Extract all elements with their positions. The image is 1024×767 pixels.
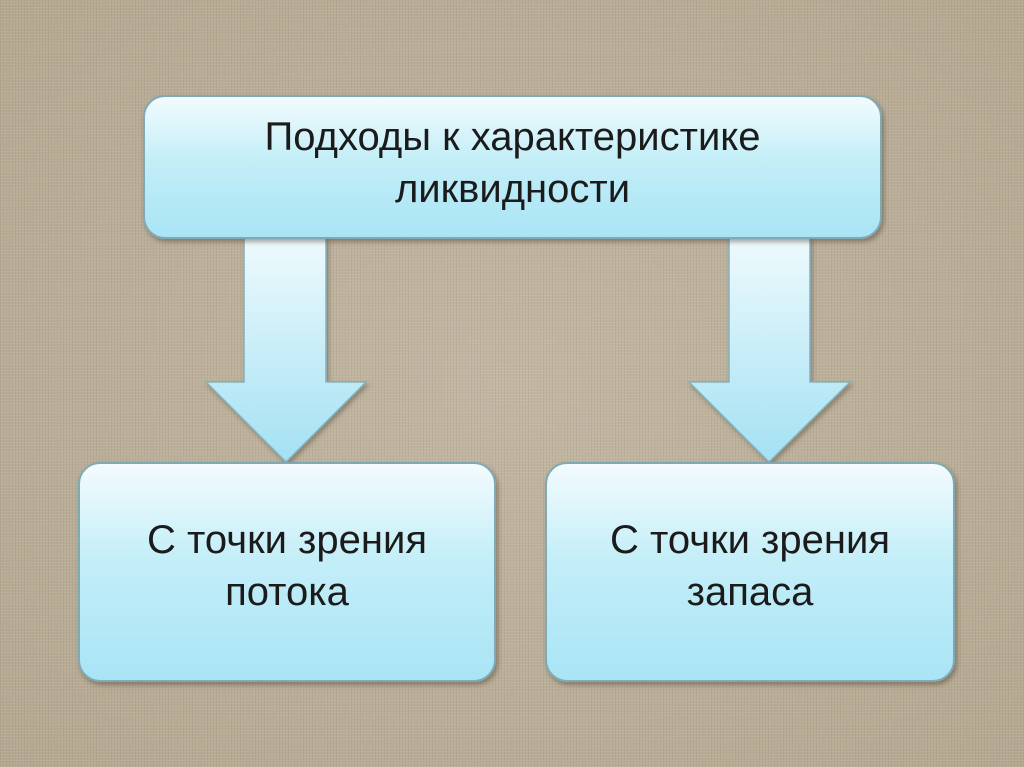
arrow-down-right [687, 236, 852, 464]
root-node: Подходы к характеристике ликвидности [143, 95, 882, 239]
child-node-flow-label: С точки зрения потока [147, 518, 427, 614]
root-node-label: Подходы к характеристике ликвидности [264, 115, 761, 211]
arrow-down-left [204, 236, 368, 464]
child-node-flow: С точки зрения потока [78, 462, 496, 682]
child-node-stock: С точки зрения запаса [545, 462, 955, 682]
child-node-stock-label: С точки зрения запаса [610, 518, 890, 614]
